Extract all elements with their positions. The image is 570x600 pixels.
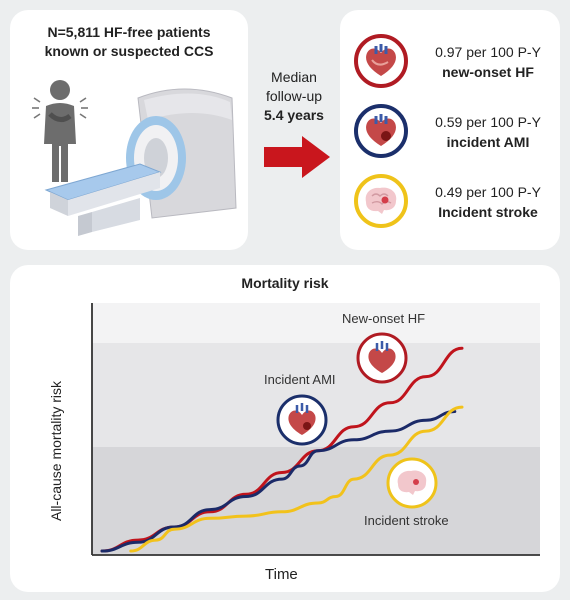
follow-up-duration: 5.4 years xyxy=(264,107,324,123)
chart-title: Mortality risk xyxy=(241,275,329,291)
x-axis-label: Time xyxy=(265,566,298,583)
series-layer xyxy=(100,346,464,553)
series-label-stroke: Incident stroke xyxy=(364,513,449,528)
mortality-panel: Mortality risk All-cause mortality risk … xyxy=(10,265,560,592)
arrow-right-icon xyxy=(264,136,330,178)
series-label-hf: New-onset HF xyxy=(342,311,426,326)
outcome-stroke-rate: 0.49 per 100 P-Y xyxy=(435,184,541,200)
series-label-ami: Incident AMI xyxy=(264,372,336,387)
outcomes-panel: 0.97 per 100 P-Y new-onset HF 0.59 per 1… xyxy=(340,10,560,250)
outcome-hf: 0.97 per 100 P-Y new-onset HF xyxy=(340,30,560,94)
heart-infarct-icon xyxy=(354,104,408,158)
outcome-stroke-label: Incident stroke xyxy=(438,204,538,220)
outcome-hf-label: new-onset HF xyxy=(442,64,534,80)
ami-marker-heart-infarct-icon xyxy=(276,394,328,446)
follow-up-line-1: Median xyxy=(271,69,317,85)
hf-marker-heart-icon xyxy=(356,332,408,384)
follow-up-line-2: follow-up xyxy=(265,88,323,104)
cohort-title: N=5,811 HF-free patients known or suspec… xyxy=(10,23,248,61)
follow-up-text: Median follow-up 5.4 years xyxy=(250,68,338,125)
heart-icon xyxy=(354,34,408,88)
mortality-chart xyxy=(91,303,540,556)
outcome-ami-label: incident AMI xyxy=(446,134,530,150)
brain-icon xyxy=(354,174,408,228)
outcome-ami-rate: 0.59 per 100 P-Y xyxy=(435,114,541,130)
mri-scanner-icon xyxy=(44,88,237,236)
outcome-stroke: 0.49 per 100 P-Y Incident stroke xyxy=(340,170,560,234)
cohort-line-2: known or suspected CCS xyxy=(44,43,214,59)
patient-icon xyxy=(32,80,88,182)
stroke-marker-brain-icon xyxy=(386,457,438,509)
cohort-panel: N=5,811 HF-free patients known or suspec… xyxy=(10,10,248,250)
outcome-ami: 0.59 per 100 P-Y incident AMI xyxy=(340,100,560,164)
band-bottom xyxy=(92,447,540,555)
series-line-ami xyxy=(100,410,457,553)
cohort-line-1: N=5,811 HF-free patients xyxy=(47,24,211,40)
series-line-stroke xyxy=(129,405,464,553)
outcome-hf-rate: 0.97 per 100 P-Y xyxy=(435,44,541,60)
